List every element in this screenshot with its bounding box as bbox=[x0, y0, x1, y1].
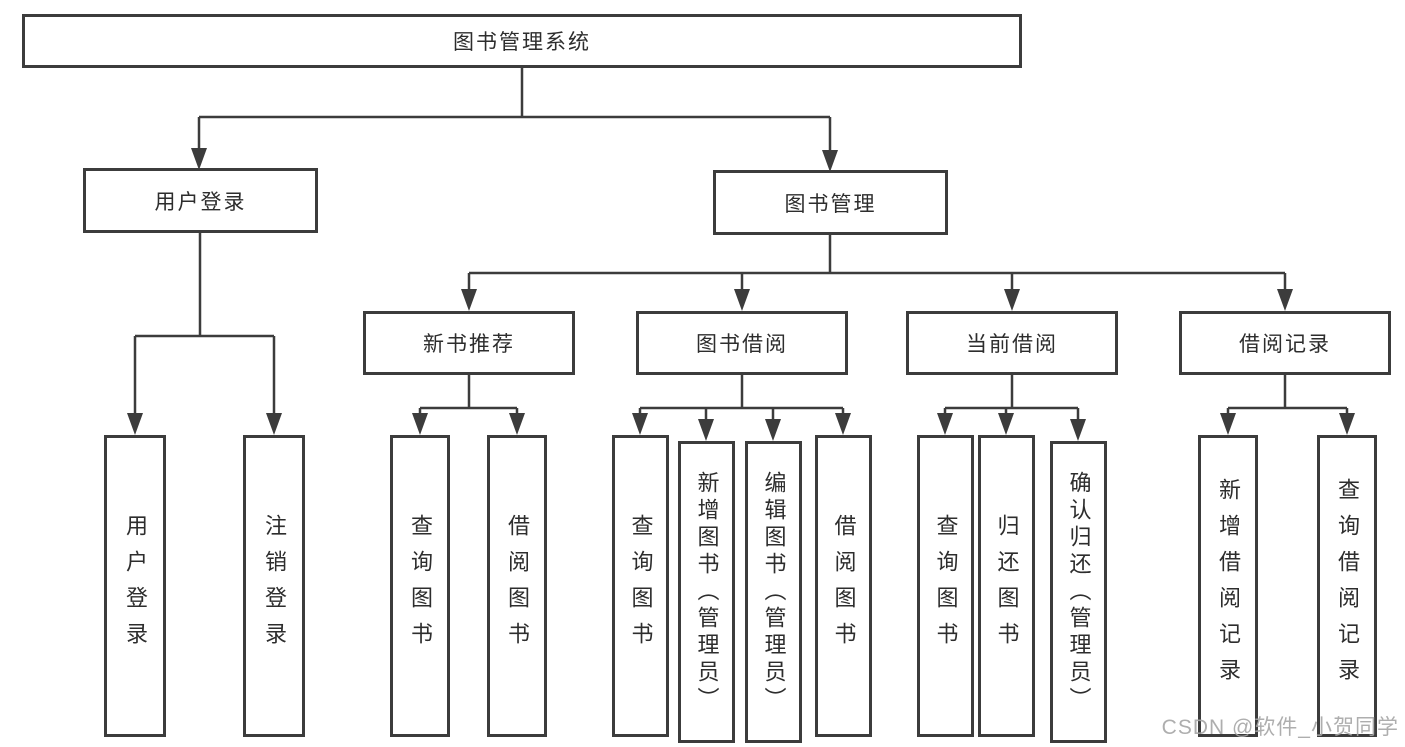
leaf-borrow-books-recommend-label: 借阅图书 bbox=[505, 514, 530, 658]
leaf-borrow-books: 借阅图书 bbox=[815, 435, 872, 737]
node-user-login: 用户登录 bbox=[83, 168, 318, 233]
leaf-query-books-current: 查询图书 bbox=[917, 435, 974, 737]
leaf-add-books-admin-label: 新增图书（管理员） bbox=[694, 470, 720, 714]
leaf-query-books-recommend: 查询图书 bbox=[390, 435, 450, 737]
leaf-query-borrow-record: 查询借阅记录 bbox=[1317, 435, 1377, 737]
leaf-add-borrow-record-label: 新增借阅记录 bbox=[1216, 478, 1241, 694]
node-book-management: 图书管理 bbox=[713, 170, 948, 235]
node-borrowing-records-label: 借阅记录 bbox=[1239, 333, 1331, 356]
leaf-query-borrow-record-label: 查询借阅记录 bbox=[1335, 478, 1360, 694]
node-library-system-label: 图书管理系统 bbox=[453, 31, 591, 54]
leaf-edit-books-admin-label: 编辑图书（管理员） bbox=[761, 470, 787, 714]
node-book-management-label: 图书管理 bbox=[784, 192, 877, 216]
leaf-confirm-return-admin: 确认归还（管理员） bbox=[1050, 441, 1107, 743]
leaf-confirm-return-admin-label: 确认归还（管理员） bbox=[1066, 470, 1092, 714]
node-current-borrowing-label: 当前借阅 bbox=[966, 333, 1058, 356]
leaf-return-books: 归还图书 bbox=[978, 435, 1035, 737]
leaf-add-books-admin: 新增图书（管理员） bbox=[678, 441, 735, 743]
leaf-borrow-books-recommend: 借阅图书 bbox=[487, 435, 547, 737]
node-user-login-label: 用户登录 bbox=[154, 190, 247, 214]
leaf-logout: 注销登录 bbox=[243, 435, 305, 737]
node-new-book-recommend: 新书推荐 bbox=[363, 311, 575, 375]
node-current-borrowing: 当前借阅 bbox=[906, 311, 1118, 375]
leaf-user-login-label: 用户登录 bbox=[123, 514, 148, 658]
leaf-borrow-books-label: 借阅图书 bbox=[831, 514, 857, 658]
leaf-add-borrow-record: 新增借阅记录 bbox=[1198, 435, 1258, 737]
leaf-query-books-recommend-label: 查询图书 bbox=[408, 514, 433, 658]
arrowhead-icons bbox=[127, 148, 1355, 441]
leaf-query-books-borrowing-label: 查询图书 bbox=[628, 514, 654, 658]
leaf-edit-books-admin: 编辑图书（管理员） bbox=[745, 441, 802, 743]
node-new-book-recommend-label: 新书推荐 bbox=[423, 333, 515, 356]
leaf-logout-label: 注销登录 bbox=[262, 514, 287, 658]
node-borrowing-records: 借阅记录 bbox=[1179, 311, 1391, 375]
leaf-query-books-current-label: 查询图书 bbox=[933, 514, 959, 658]
leaf-return-books-label: 归还图书 bbox=[994, 514, 1020, 658]
node-book-borrowing-label: 图书借阅 bbox=[696, 333, 788, 356]
leaf-query-books-borrowing: 查询图书 bbox=[612, 435, 669, 737]
node-library-system: 图书管理系统 bbox=[22, 14, 1022, 68]
leaf-user-login: 用户登录 bbox=[104, 435, 166, 737]
csdn-watermark: CSDN @软件_小贺同学 bbox=[1161, 716, 1399, 739]
node-book-borrowing: 图书借阅 bbox=[636, 311, 848, 375]
